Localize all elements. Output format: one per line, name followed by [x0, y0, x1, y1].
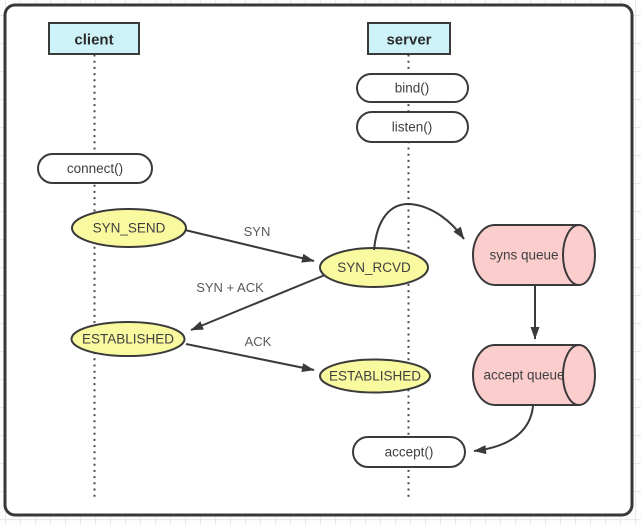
connect-call-node: connect()	[37, 153, 153, 184]
connect-call-label: connect()	[67, 161, 123, 176]
accept-queue-label: accept queue	[483, 368, 564, 383]
client-actor-box: client	[48, 22, 140, 55]
syn-rcvd-state-node: SYN_RCVD	[319, 247, 429, 288]
listen-call-label: listen()	[392, 120, 433, 135]
syn-ack-edge-label: SYN + ACK	[196, 280, 264, 295]
syn-ack-arrow	[190, 274, 326, 331]
server-actor-label: server	[386, 31, 431, 48]
accept-queue-cylinder: accept queue	[472, 344, 596, 406]
established-client-state-label: ESTABLISHED	[82, 332, 174, 347]
syn-rcvd-state-label: SYN_RCVD	[337, 260, 411, 275]
ack-edge-label: ACK	[245, 334, 272, 349]
accept-call-label: accept()	[385, 445, 434, 460]
listen-to-syns-queue-arrow	[373, 202, 465, 251]
established-client-state-node: ESTABLISHED	[70, 321, 186, 357]
syn-send-state-label: SYN_SEND	[93, 221, 166, 236]
syns-queue-cylinder: syns queue	[472, 224, 596, 286]
syn-send-state-node: SYN_SEND	[71, 208, 187, 248]
listen-call-node: listen()	[356, 111, 469, 143]
syn-arrow	[184, 229, 315, 263]
ack-arrow	[185, 343, 315, 373]
server-actor-box: server	[367, 22, 451, 55]
bind-call-label: bind()	[395, 81, 430, 96]
established-server-state-label: ESTABLISHED	[329, 369, 421, 384]
bind-call-node: bind()	[356, 73, 469, 103]
syn-edge-label: SYN	[244, 224, 271, 239]
client-actor-label: client	[74, 31, 113, 48]
accept-queue-to-accept-arrow	[473, 405, 534, 455]
established-server-state-node: ESTABLISHED	[319, 358, 431, 394]
accept-call-node: accept()	[352, 436, 466, 468]
syns-queue-label: syns queue	[489, 248, 558, 263]
